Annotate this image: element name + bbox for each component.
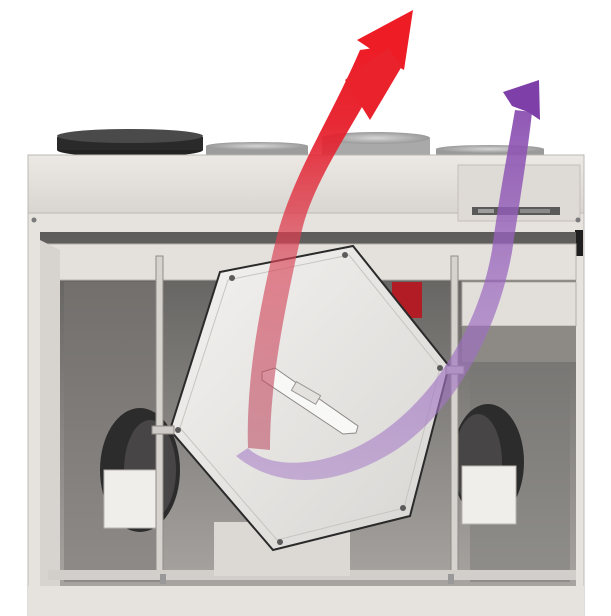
- duct-connector-4: [436, 145, 544, 156]
- duct-connector-2: [206, 142, 308, 155]
- duct-connector-1: [57, 129, 203, 157]
- right-fan: [452, 404, 524, 524]
